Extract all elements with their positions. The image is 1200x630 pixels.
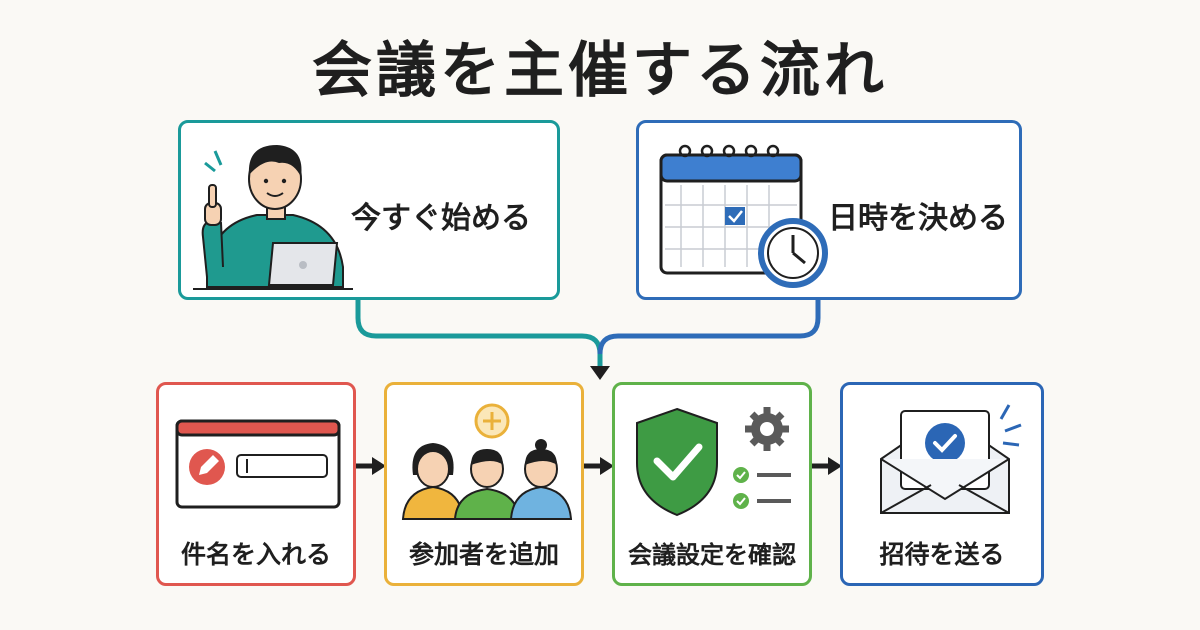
- down-arrow-icon: [590, 366, 610, 380]
- option-start-now-label: 今すぐ始める: [351, 201, 531, 236]
- step-send-invite-card: 招待を送る: [840, 382, 1044, 586]
- option-schedule-label: 日時を決める: [828, 201, 1008, 236]
- page-title: 会議を主催する流れ: [312, 36, 888, 106]
- connector-schedule: [597, 298, 821, 355]
- arrow-right-icon: [584, 457, 614, 475]
- step-check-settings-card: 会議設定を確認: [612, 382, 812, 586]
- pencil-title-field-icon: [175, 419, 341, 509]
- option-start-now-card: 今すぐ始める: [178, 120, 560, 300]
- arrow-right-icon: [812, 457, 842, 475]
- step-send-invite-label: 招待を送る: [879, 540, 1005, 569]
- shield-check-settings-icon: [636, 407, 791, 517]
- step-enter-subject-card: 件名を入れる: [156, 382, 356, 586]
- option-schedule-card: 日時を決める: [636, 120, 1022, 300]
- arrow-right-icon: [356, 457, 386, 475]
- step-enter-subject-label: 件名を入れる: [180, 540, 331, 569]
- step-add-participants-card: 参加者を追加: [384, 382, 584, 586]
- person-with-laptop-icon: [193, 145, 353, 290]
- gear-icon: [745, 407, 789, 451]
- calendar-clock-icon: [659, 144, 828, 288]
- add-participants-icon: [401, 403, 573, 520]
- envelope-check-icon: [880, 404, 1022, 514]
- connector-start-now: [355, 298, 603, 368]
- step-add-participants-label: 参加者を追加: [408, 540, 559, 569]
- step-check-settings-label: 会議設定を確認: [628, 541, 796, 569]
